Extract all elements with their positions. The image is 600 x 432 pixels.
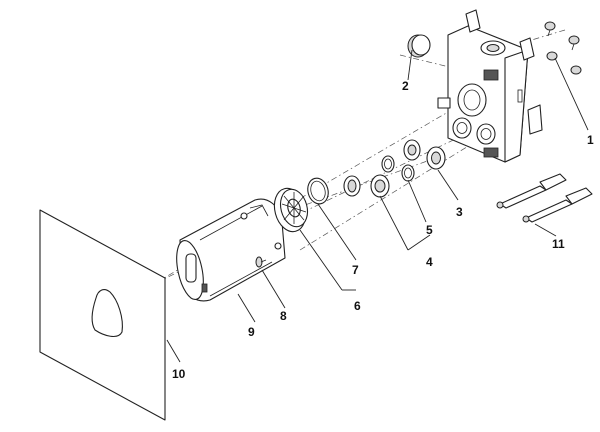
callout-10: 10 [172, 367, 186, 381]
callout-8: 8 [280, 309, 287, 323]
part-1-mounting-box [437, 9, 543, 163]
callout-3: 3 [456, 205, 463, 219]
part-11-wall-anchors [496, 173, 593, 223]
part-3-check-valve [403, 139, 446, 170]
part-9-housing [176, 198, 286, 302]
part-7-o-ring [307, 177, 329, 205]
part-10-cover-plate [39, 209, 166, 421]
callout-5: 5 [426, 223, 433, 237]
callout-11: 11 [552, 237, 565, 251]
callout-2: 2 [402, 79, 409, 93]
part-5-seal [401, 164, 415, 182]
part-2-cap [407, 34, 431, 58]
leader-lines [166, 49, 589, 363]
part-1-screws [544, 21, 582, 75]
callouts: 1 2 3 4 5 6 7 8 9 10 11 [172, 79, 594, 381]
callout-1: 1 [587, 133, 594, 147]
part-6-cartridge [273, 187, 309, 233]
callout-9: 9 [248, 325, 255, 339]
callout-6: 6 [354, 299, 361, 313]
part-4-valve-insert [343, 155, 395, 198]
callout-7: 7 [352, 263, 359, 277]
part-8-screw [255, 256, 267, 268]
callout-4: 4 [426, 255, 433, 269]
